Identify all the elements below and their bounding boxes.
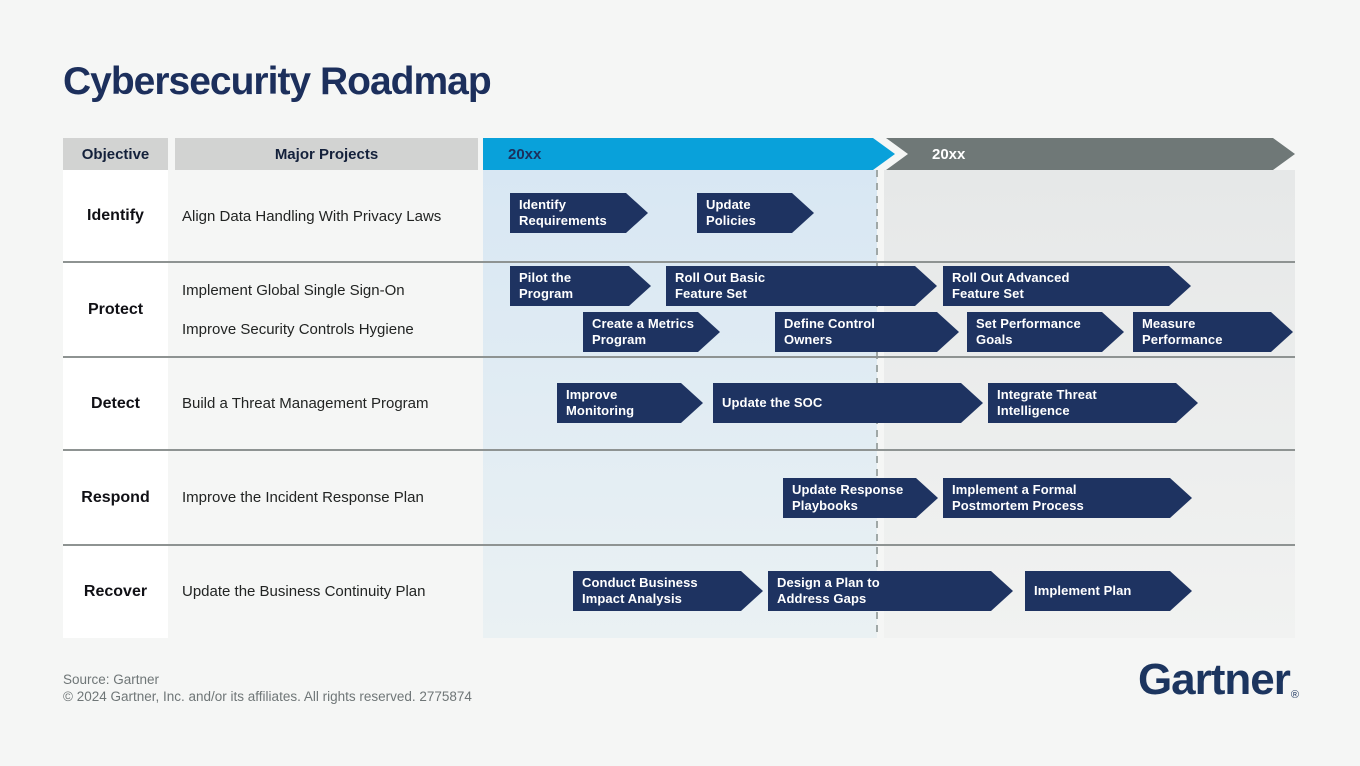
- objective-label-identify: Identify: [87, 207, 144, 224]
- objective-column-background: [63, 170, 168, 638]
- copyright-note: © 2024 Gartner, Inc. and/or its affiliat…: [63, 689, 472, 704]
- task-arrow: Implement Plan: [1025, 571, 1192, 611]
- column-header-major-projects: Major Projects: [175, 138, 478, 170]
- objective-label-protect: Protect: [87, 300, 144, 318]
- major-projects-cell: Improve the Incident Response Plan: [182, 450, 478, 545]
- major-project-text: Improve Security Controls Hygiene: [182, 320, 414, 338]
- major-project-text: Update the Business Continuity Plan: [182, 583, 426, 600]
- column-header-objective: Objective: [63, 138, 168, 170]
- major-project-text: Align Data Handling With Privacy Laws: [182, 207, 442, 225]
- major-project-text: Build a Threat Management Program: [182, 395, 429, 412]
- column-header-period-1-arrow: 20xx: [483, 138, 895, 170]
- row-separator: [63, 356, 1295, 358]
- gartner-logo-text: Gartner: [1137, 655, 1291, 704]
- gartner-logo: Gartner ®: [1137, 655, 1299, 705]
- major-projects-cell: Build a Threat Management Program: [182, 357, 478, 450]
- major-projects-cell: Update the Business Continuity Plan: [182, 545, 478, 638]
- source-note: Source: Gartner: [63, 672, 160, 687]
- row-separator: [63, 544, 1295, 546]
- major-project-text: Implement Global Single Sign-On: [182, 281, 405, 299]
- objective-label-recover: Recover: [83, 582, 148, 600]
- registered-trademark-symbol: ®: [1290, 689, 1299, 701]
- task-arrow: Update the SOC: [713, 383, 983, 423]
- major-project-text: Improve the Incident Response Plan: [182, 489, 424, 506]
- row-separator: [63, 449, 1295, 451]
- objective-label-respond: Respond: [81, 488, 150, 506]
- page-title: Cybersecurity Roadmap: [63, 60, 492, 103]
- objective-label-detect: Detect: [91, 394, 140, 412]
- major-projects-cell: Align Data Handling With Privacy Laws: [182, 170, 478, 262]
- column-header-period-2-arrow: 20xx: [886, 138, 1295, 170]
- row-separator: [63, 261, 1295, 263]
